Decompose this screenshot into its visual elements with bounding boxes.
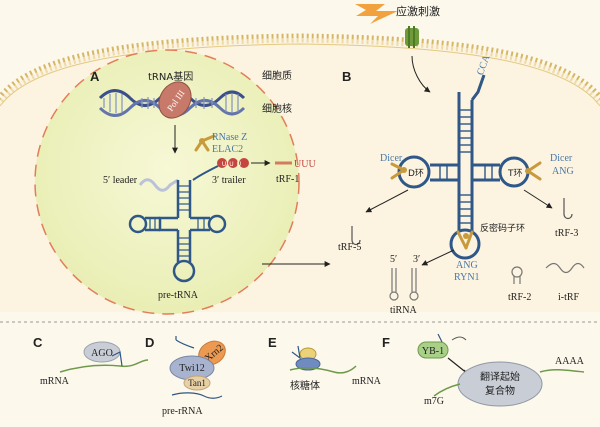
rnase-z-scissors-icon: [194, 134, 216, 152]
tirna-five-label: 5′: [390, 254, 397, 265]
mrna-label-c: mRNA: [40, 376, 70, 387]
mrna-3-prime: [539, 368, 585, 373]
twi12-complex: Xrn2 Twi12 Tan1: [169, 340, 226, 391]
ribosome-icon: [295, 347, 321, 371]
panel-f-label: F: [382, 335, 390, 350]
complex-line2: 复合物: [485, 384, 515, 397]
cytoplasm-label: 细胞质: [262, 69, 292, 82]
itrf-fragment: [545, 262, 585, 274]
mature-trna-structure: [397, 74, 530, 260]
trf3-fragment: [563, 198, 573, 220]
trna-gene-label: tRNA基因: [148, 70, 193, 83]
trf3-label: tRF-3: [555, 228, 578, 239]
ang-scissors-icon: [456, 230, 474, 250]
mrna-5-prime: [433, 383, 461, 397]
trf5-label: tRF-5: [338, 242, 361, 253]
dicer-left-label: Dicer: [380, 153, 403, 164]
five-leader-label: 5′ leader: [103, 175, 138, 186]
trf5-fragment: [351, 226, 361, 246]
translation-initiation-complex: 翻译起始 复合物: [457, 361, 543, 407]
trf-loop-f: [451, 336, 467, 341]
tirna-fragments: [389, 268, 419, 301]
ryn1-label: RYN1: [454, 272, 480, 283]
twi12-label: Twi12: [179, 363, 204, 374]
trf3-arrow: [523, 189, 553, 209]
pre-rrna-label: pre-rRNA: [162, 406, 203, 417]
receptor-icon: [405, 26, 419, 48]
trf-guide-d: [175, 336, 195, 349]
trf1-label: tRF-1: [276, 174, 299, 185]
panel-e-label: E: [268, 335, 277, 350]
panel-c-label: C: [33, 335, 43, 350]
five-leader-strand: [138, 178, 179, 192]
tan1-label: Tan1: [188, 378, 206, 388]
pre-trna-label: pre-tRNA: [158, 290, 199, 301]
trf-e: [291, 345, 301, 360]
trf1-tail: UUU: [294, 159, 316, 170]
three-trailer-label: 3′ trailer: [212, 175, 246, 186]
trf-guide-f: [437, 333, 443, 343]
ribosome-label: 核糖体: [290, 379, 320, 392]
pol-iii-enzyme: Pol III: [158, 81, 192, 119]
nucleus-label: 细胞核: [262, 102, 292, 115]
panel-a-label: A: [90, 69, 100, 84]
ang-right-label: ANG: [552, 166, 574, 177]
yb1-protein: YB-1: [417, 341, 449, 359]
stimulus-arrow: [411, 55, 431, 93]
trf5-arrow: [365, 189, 409, 213]
d-loop-label: D环: [408, 168, 424, 179]
uuu-label: UUU: [222, 161, 244, 168]
itrf-label: i-tRF: [558, 292, 580, 303]
mrna-strand-c: [59, 359, 149, 373]
mrna-strand-e: [289, 365, 357, 374]
rnase-z-label: RNase Z: [212, 132, 247, 143]
stimulus-label: 应激刺激: [396, 4, 440, 18]
panel-b-label: B: [342, 69, 351, 84]
complex-line1: 翻译起始: [480, 370, 520, 383]
ago-protein: AGO: [83, 341, 121, 363]
ang-bottom-label: ANG: [456, 260, 478, 271]
t-loop-label: T环: [507, 168, 523, 179]
trf2-label: tRF-2: [508, 292, 531, 303]
m7g-label: m7G: [424, 396, 444, 407]
tirna-three-label: 3′: [413, 254, 420, 265]
tirna-label: tiRNA: [390, 305, 417, 316]
ago-label: AGO: [91, 348, 113, 359]
polya-label: AAAA: [555, 356, 585, 367]
mrna-label-e: mRNA: [352, 376, 382, 387]
pre-trna-structure: [128, 180, 227, 283]
trf2-fragment: [511, 266, 523, 284]
three-trailer-strand: [192, 165, 219, 181]
anticodon-loop-label: 反密码子环: [480, 222, 525, 234]
tirna-arrow: [421, 249, 455, 266]
nucleus: [34, 49, 300, 315]
pre-rrna-strand: [171, 392, 223, 399]
trf-guide-c: [111, 351, 123, 367]
elac2-label: ELAC2: [212, 144, 243, 155]
uuu-beads: [217, 158, 249, 168]
yb1-label: YB-1: [422, 346, 444, 357]
dicer-scissors-icon: [390, 162, 407, 180]
panel-d-label: D: [145, 335, 154, 350]
dicer-ang-scissors-icon: [525, 161, 542, 181]
dicer-right-label: Dicer: [550, 153, 573, 164]
stress-stimulus: 应激刺激: [355, 4, 440, 24]
